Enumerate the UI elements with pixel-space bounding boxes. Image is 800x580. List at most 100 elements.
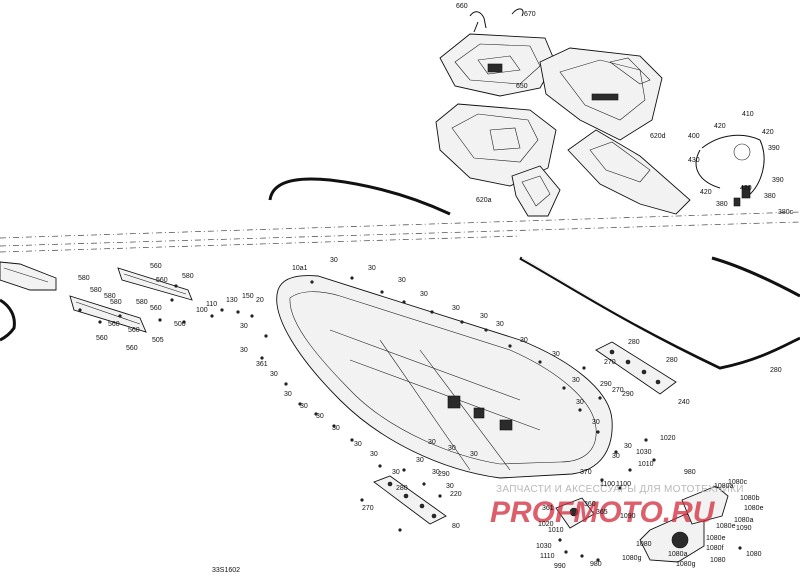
callout: 1020 (660, 435, 676, 442)
callout: 30 (432, 469, 440, 476)
callout: 1080a (714, 483, 734, 490)
hull-10a1 (276, 275, 613, 479)
fastener-dot (174, 284, 178, 288)
callout: 370 (580, 469, 592, 476)
fastener-dot (170, 298, 174, 302)
reference-lines (0, 211, 800, 253)
callout: 30 (240, 347, 248, 354)
callout: 110 (206, 301, 217, 308)
fastener-dot (332, 424, 336, 428)
fastener-dot (402, 468, 406, 472)
fastener-dot (236, 310, 240, 314)
callout: 30 (240, 323, 248, 330)
callout: 1090 (620, 513, 636, 520)
callout: 30 (316, 413, 324, 420)
callout: 30 (480, 313, 488, 320)
callout: 280 (770, 367, 782, 374)
fastener-dot (314, 412, 318, 416)
callout: 1080b (740, 495, 760, 502)
callout: 1080e (744, 505, 764, 512)
callout: 361 (542, 505, 554, 512)
fastener-dot (78, 308, 82, 312)
callout: 580 (104, 293, 116, 300)
callout: 30 (576, 399, 584, 406)
fastener-dot (580, 554, 584, 558)
storage-bin-650 (439, 33, 556, 97)
callout: 30 (420, 291, 428, 298)
callout: 365 (596, 509, 608, 516)
callout: 380 (764, 193, 776, 200)
callout: 30 (572, 377, 580, 384)
callout: 360 (584, 501, 596, 508)
callout: 560 (156, 277, 168, 284)
fastener-dot (398, 528, 402, 532)
watermark-tagline: ЗАПЧАСТИ И АКСЕССУАРЫ ДЛЯ МОТОТЕХНИКИ (496, 484, 744, 495)
callout: 1020 (538, 521, 554, 528)
fastener-dot (298, 402, 302, 406)
fastener-dot (310, 280, 314, 284)
callout: 30 (300, 403, 308, 410)
storage-bin-620d (539, 47, 663, 141)
fasteners (78, 276, 742, 562)
frame-part (567, 129, 691, 215)
callout: 30 (398, 277, 406, 284)
fastener-dot (98, 320, 102, 324)
callout: 560 (126, 345, 138, 352)
callout: 1080 (710, 557, 726, 564)
fastener-dot (628, 468, 632, 472)
callout: 30 (470, 451, 478, 458)
trim-strip-left (0, 298, 16, 342)
fastener-dot (360, 498, 364, 502)
fastener-dot (158, 318, 162, 322)
plate-240 (373, 475, 447, 525)
fastener-dot (220, 308, 224, 312)
callout: 30 (624, 443, 632, 450)
callout: 420 (762, 129, 774, 136)
callout: 280 (628, 339, 640, 346)
callout: 580 (110, 299, 122, 306)
callout: 1080 (746, 551, 762, 558)
callout: 30 (270, 371, 278, 378)
callout: 30 (392, 469, 400, 476)
callout: 580 (90, 287, 102, 294)
callout-labels: 650 660 670 620d 620a 410 420 420 420 42… (78, 3, 794, 570)
callout: 30 (428, 439, 436, 446)
fastener-dot (596, 430, 600, 434)
trim-strip-20 (519, 256, 800, 370)
fastener-dot (738, 546, 742, 550)
watermark-brand: PROFMOTO.RU (490, 496, 716, 529)
drawing-code: 33S1602 (212, 567, 240, 574)
fastener-dot (644, 438, 648, 442)
callout: 1030 (536, 543, 552, 550)
callout: 1090 (736, 525, 752, 532)
rail-left-end (0, 261, 57, 291)
fastener-dot (422, 482, 426, 486)
hooks-660-670 (469, 8, 524, 33)
rail-560-lower (69, 295, 147, 333)
storage-bin-620a (435, 103, 557, 187)
callout: 30 (592, 419, 600, 426)
callout: 560 (96, 335, 108, 342)
fastener-dot (378, 464, 382, 468)
callout: 430 (688, 157, 700, 164)
callout: 420 (740, 185, 752, 192)
callout: 240 (678, 399, 690, 406)
callout: 420 (714, 123, 726, 130)
callout: 990 (554, 563, 566, 570)
callout: 30 (368, 265, 376, 272)
callout: 560 (150, 263, 162, 270)
callout: 1110 (540, 553, 555, 560)
callout: 30 (354, 441, 362, 448)
callout: 580 (136, 299, 148, 306)
callout: 10a1 (292, 265, 308, 272)
callout: 280 (396, 485, 408, 492)
fastener-dot (350, 438, 354, 442)
trim-strip-upper (268, 177, 451, 218)
fastener-dot (260, 356, 264, 360)
callout: 980 (590, 561, 602, 568)
fastener-dot (564, 550, 568, 554)
fastener-dot (578, 408, 582, 412)
callout: 1080e (706, 535, 726, 542)
callout: 580 (182, 273, 194, 280)
